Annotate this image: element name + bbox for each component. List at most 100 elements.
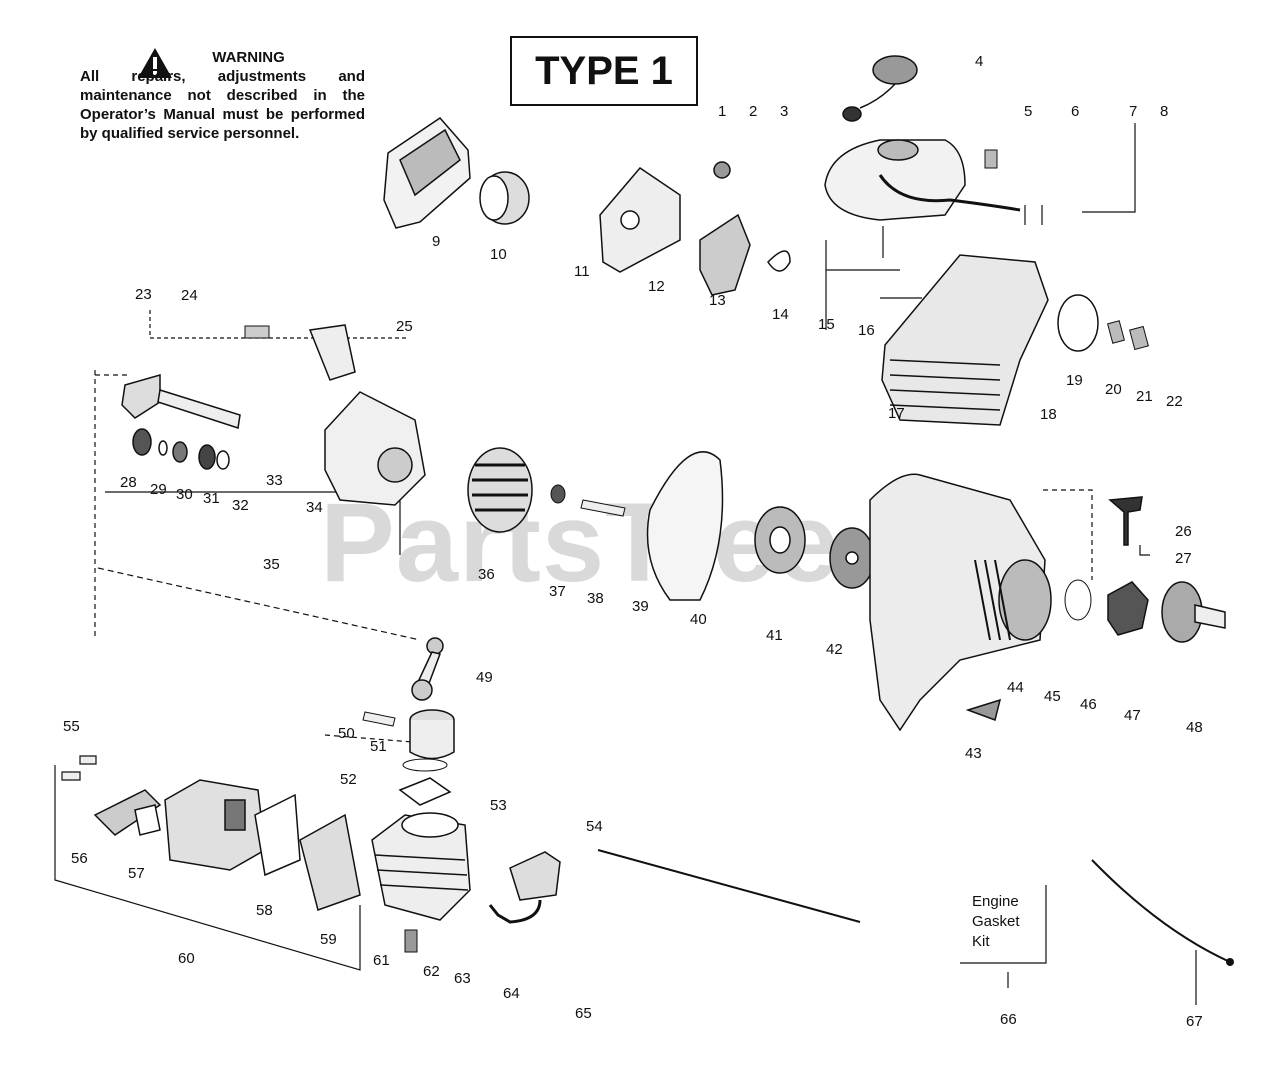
part-number-16: 16	[858, 322, 875, 339]
part-number-9: 9	[432, 233, 440, 250]
part-number-57: 57	[128, 865, 145, 882]
warning-triangle-icon	[138, 48, 172, 78]
part-number-6: 6	[1071, 103, 1079, 120]
part-number-59: 59	[320, 931, 337, 948]
warning-text: All repairs, adjustments and maintenance…	[80, 68, 365, 142]
part-number-26: 26	[1175, 523, 1192, 540]
seals-bearings	[132, 428, 230, 470]
part-61-spark-plug	[404, 929, 418, 953]
part-number-4: 4	[975, 53, 983, 70]
warning-heading: WARNING	[80, 48, 365, 67]
part-number-53: 53	[490, 797, 507, 814]
part-number-3: 3	[780, 103, 788, 120]
part-43-fan-housing	[869, 473, 1052, 732]
part-number-20: 20	[1105, 381, 1122, 398]
part-number-17: 17	[888, 405, 905, 422]
part-25-bracket	[308, 324, 356, 381]
part-number-56: 56	[71, 850, 88, 867]
kit-label-line-2: Gasket	[972, 913, 1020, 930]
part-52-ring	[402, 758, 448, 772]
kit-label-line-3: Kit	[972, 933, 990, 950]
part-number-40: 40	[690, 611, 707, 628]
part-number-15: 15	[818, 316, 835, 333]
part-20-clip	[1107, 320, 1125, 344]
part-5-check-valve	[984, 149, 998, 169]
part-number-37: 37	[549, 583, 566, 600]
part-number-29: 29	[150, 481, 167, 498]
part-number-54: 54	[586, 818, 603, 835]
part-4-fuel-cap	[842, 55, 918, 122]
part-number-50: 50	[338, 725, 355, 742]
part-40-shroud	[646, 451, 724, 601]
part-number-22: 22	[1166, 393, 1183, 410]
part-13-carburetor	[699, 161, 751, 296]
part-number-28: 28	[120, 474, 137, 491]
part-number-67: 67	[1186, 1013, 1203, 1030]
part-42-clutch	[829, 527, 875, 589]
part-number-41: 41	[766, 627, 783, 644]
part-number-12: 12	[648, 278, 665, 295]
part-12-carb-plate	[599, 167, 681, 273]
part-number-10: 10	[490, 246, 507, 263]
part-number-13: 13	[709, 292, 726, 309]
part-number-5: 5	[1024, 103, 1032, 120]
part-number-39: 39	[632, 598, 649, 615]
part-number-65: 65	[575, 1005, 592, 1022]
part-37-washer	[550, 484, 566, 504]
part-number-51: 51	[370, 738, 387, 755]
part-number-21: 21	[1136, 388, 1153, 405]
part-9-cover	[383, 117, 471, 229]
part-number-1: 1	[718, 103, 726, 120]
part-10-filter	[479, 171, 530, 225]
part-50-pin	[362, 711, 396, 727]
part-number-11: 11	[574, 263, 590, 280]
part-number-63: 63	[454, 970, 471, 987]
part-number-36: 36	[478, 566, 495, 583]
part-19-o-ring	[1057, 294, 1099, 352]
part-49-connecting-rod	[411, 637, 444, 701]
engine-housing	[881, 254, 1049, 426]
part-number-49: 49	[476, 669, 493, 686]
part-number-58: 58	[256, 902, 273, 919]
part-number-18: 18	[1040, 406, 1057, 423]
part-number-45: 45	[1044, 688, 1061, 705]
part-number-14: 14	[772, 306, 789, 323]
type-label: TYPE 1	[535, 48, 673, 93]
part-number-64: 64	[503, 985, 520, 1002]
part-51-piston	[409, 709, 455, 760]
part-46-disc	[1064, 579, 1092, 621]
part-number-7: 7	[1129, 103, 1137, 120]
part-number-19: 19	[1066, 372, 1083, 389]
part-number-labels: 1 2 3 4 5 6 7 8 9 10 11 12 13 14 15 16 1…	[63, 53, 1203, 1030]
part-number-44: 44	[1007, 679, 1024, 696]
fuel-tank	[824, 139, 1021, 221]
part-number-62: 62	[423, 963, 440, 980]
part-number-66: 66	[1000, 1011, 1017, 1028]
part-number-38: 38	[587, 590, 604, 607]
cylinder	[371, 812, 471, 921]
kit-label-line-1: Engine	[972, 893, 1019, 910]
part-number-32: 32	[232, 497, 249, 514]
part-number-55: 55	[63, 718, 80, 735]
part-number-35: 35	[263, 556, 280, 573]
part-number-25: 25	[396, 318, 413, 335]
parts-tree-watermark: PartsTree	[320, 480, 840, 605]
part-number-24: 24	[181, 287, 198, 304]
part-number-52: 52	[340, 771, 357, 788]
warning-title: WARNING	[212, 49, 285, 66]
muffler-assembly	[93, 779, 361, 911]
part-14-gasket	[767, 250, 791, 272]
part-number-31: 31	[203, 490, 220, 507]
part-number-43: 43	[965, 745, 982, 762]
part-53-gasket	[398, 777, 452, 806]
part-number-33: 33	[266, 472, 283, 489]
part-number-34: 34	[306, 499, 323, 516]
part-number-61: 61	[373, 952, 390, 969]
part-number-47: 47	[1124, 707, 1141, 724]
part-36-flywheel	[467, 447, 533, 533]
part-number-8: 8	[1160, 103, 1168, 120]
part-number-60: 60	[178, 950, 195, 967]
part-55-bolts	[61, 755, 97, 781]
part-number-42: 42	[826, 641, 843, 658]
